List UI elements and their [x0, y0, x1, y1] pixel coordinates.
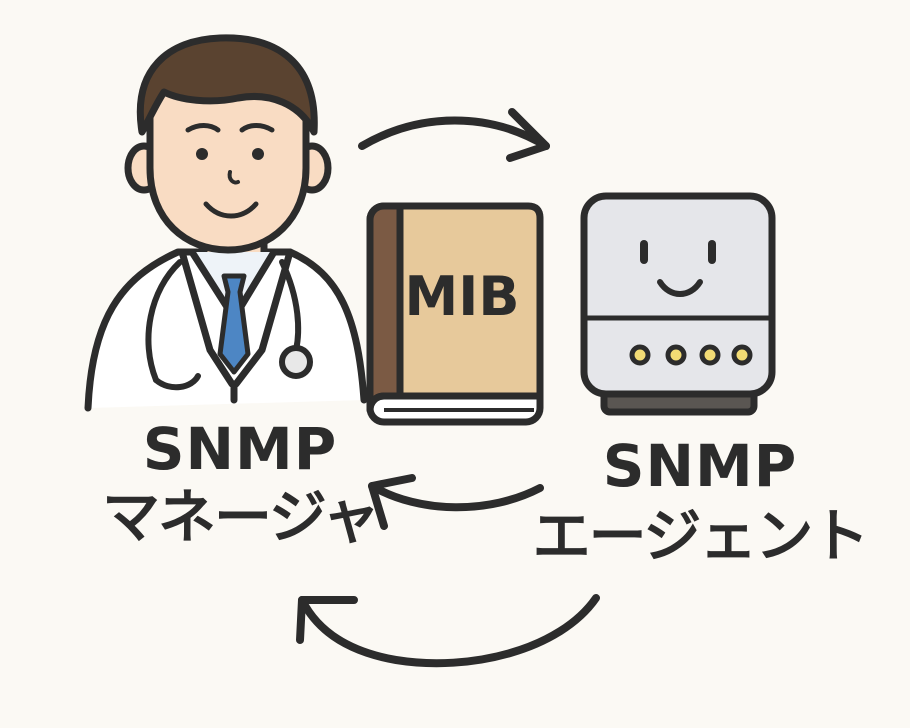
- arrow-top: [358, 116, 550, 150]
- mib-label: MIB: [404, 265, 520, 328]
- arrow-bottom: [298, 594, 600, 668]
- doctor-icon: [84, 34, 368, 412]
- arrow-middle: [368, 482, 544, 512]
- arrow-middle-head: [368, 474, 416, 530]
- server-icon: [580, 192, 776, 416]
- arrow-icon: [296, 108, 600, 668]
- manager-title: SNMP: [142, 415, 338, 483]
- arrow-bottom-head: [296, 596, 358, 644]
- manager-subtitle: マネージャ: [102, 483, 380, 551]
- book-icon: [366, 202, 544, 426]
- arrow-top-head: [506, 108, 550, 162]
- agent-title: SNMP: [602, 432, 798, 500]
- agent-subtitle: エージェント: [532, 502, 870, 570]
